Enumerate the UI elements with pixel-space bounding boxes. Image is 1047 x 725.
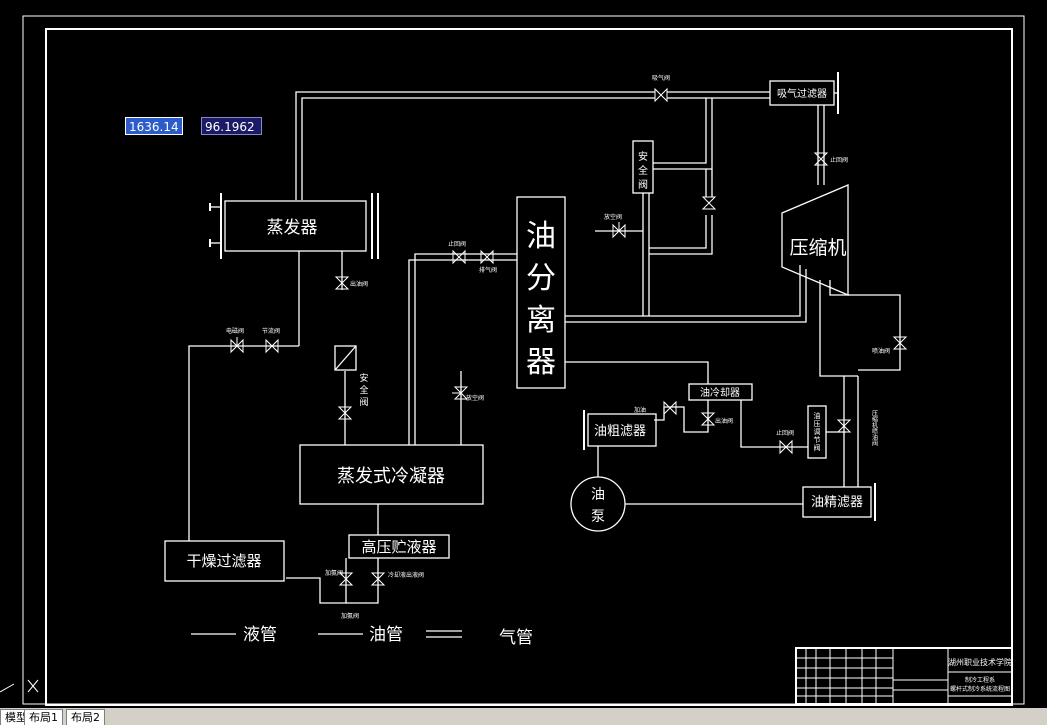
legend-gas: 气管 [499, 628, 533, 648]
drawing-frame [22, 15, 1025, 706]
ucs-icon [0, 679, 39, 693]
valve-comp-oil [892, 336, 908, 350]
valve-drain-cond [453, 386, 469, 400]
label-bottom-drain: 加氨阀 [341, 612, 359, 620]
suction-pipe [295, 91, 770, 200]
oil-separator [516, 196, 566, 389]
safety-left-char-2: 全 [359, 384, 368, 396]
suction-filter-label: 吸气过滤器 [777, 87, 827, 100]
valve-add-oil [663, 400, 677, 416]
valve-exhaust [480, 249, 494, 265]
label-drain-oil: 放空阀 [604, 213, 622, 221]
valve-stop-left [452, 249, 466, 265]
oil-pressure-char-5: 阀 [814, 443, 821, 452]
tab-layout2[interactable]: 布局2 [66, 709, 105, 725]
oil-coarse-filter-label: 油粗滤器 [594, 424, 646, 439]
safety-top-char-2: 全 [638, 164, 648, 177]
valve-oil-out-cooler [700, 412, 716, 426]
valve-solenoid [230, 338, 244, 354]
label-cool-liquid: 冷却液出液阀 [388, 571, 424, 579]
label-add-oil: 加油 [634, 406, 646, 414]
evaporator-label: 蒸发器 [267, 218, 318, 238]
safety-top-char-3: 阀 [638, 178, 648, 191]
oil-cooler [688, 383, 753, 401]
valve-stop-oil [779, 439, 793, 455]
valve-stop-top [813, 152, 829, 166]
valve-safety-cond [337, 406, 353, 420]
oil-pressure-char-2: 压 [814, 420, 821, 428]
legend-oil: 油管 [369, 625, 403, 645]
label-drain-cond: 放空阀 [466, 394, 484, 402]
label-add-nh3-left: 加氨阀 [325, 569, 343, 577]
oil-separator-char-2: 分 [526, 261, 556, 296]
oil-pressure-char-4: 节 [814, 436, 821, 444]
valve-drain-oil [612, 223, 626, 239]
title-block [795, 647, 1013, 705]
legend: 液管 油管 气管 [191, 625, 533, 648]
valve-fine-line [836, 419, 852, 433]
evap-condenser-label: 蒸发式冷凝器 [337, 466, 445, 487]
label-comp-oil: 喷油阀 [872, 347, 890, 355]
oil-fine-filter-label: 油精滤器 [811, 495, 863, 510]
label-stop-oil: 止回阀 [776, 429, 794, 437]
safety-valve-left [334, 345, 357, 371]
dry-filter [164, 540, 285, 582]
oil-cooler-label: 油冷却器 [700, 386, 740, 399]
compressor-label: 压缩机 [789, 237, 846, 259]
hp-receiver-label: 高压贮液器 [361, 538, 436, 556]
label-oil-out-evap: 出油阀 [350, 280, 368, 288]
oil-pump-char-2: 泵 [591, 509, 605, 525]
layout-tab-bar: 模型 布局1 布局2 [0, 708, 1047, 725]
oil-separator-char-4: 器 [526, 345, 556, 380]
valve-safety-line [701, 196, 717, 210]
oil-pump-char-1: 油 [591, 487, 605, 503]
oil-pressure-char-3: 调 [814, 427, 821, 436]
title-drawing: 螺杆式制冷系统流程图 [950, 685, 1010, 693]
oil-separator-char-3: 离 [526, 303, 556, 338]
label-solenoid: 电磁阀 [226, 327, 244, 335]
label-suction-valve: 吸气阀 [652, 74, 670, 82]
tab-layout1[interactable]: 布局1 [24, 709, 63, 725]
label-throttle: 节流阀 [262, 327, 280, 335]
label-comp-oil-vertical: 压缩机喷油阀 [871, 410, 878, 447]
oil-separator-char-1: 油 [526, 219, 556, 254]
evaporator [224, 200, 367, 252]
valve-suction [654, 87, 668, 103]
oil-fine-filter [802, 486, 872, 518]
title-subtitle: 制冷工程系 [965, 676, 995, 684]
title-school: 湖州职业技术学院 [948, 657, 1012, 667]
oil-coarse-filter [587, 413, 657, 447]
hp-receiver [348, 534, 450, 559]
label-oil-out-cooler: 出油阀 [715, 417, 733, 425]
valve-throttle [265, 338, 279, 354]
evaporative-condenser [299, 444, 484, 505]
label-stop-top: 止回阀 [830, 156, 848, 164]
safety-left-char-1: 安 [359, 372, 368, 384]
safety-top-char-1: 安 [638, 150, 648, 163]
label-exhaust: 排气阀 [479, 266, 497, 274]
valve-cool-liquid [370, 572, 386, 586]
coordinate-y-input[interactable]: 96.1962 [201, 117, 262, 135]
label-stop-left: 止回阀 [448, 240, 466, 248]
legend-liquid: 液管 [243, 625, 277, 645]
valve-add-nh3 [338, 572, 354, 586]
oil-pressure-char-1: 油 [814, 411, 821, 420]
coordinate-x-input[interactable]: 1636.14 [125, 117, 183, 135]
valve-oil-out-evap [334, 276, 350, 290]
dry-filter-label: 干燥过滤器 [186, 552, 261, 570]
safety-left-char-3: 阀 [359, 397, 368, 408]
